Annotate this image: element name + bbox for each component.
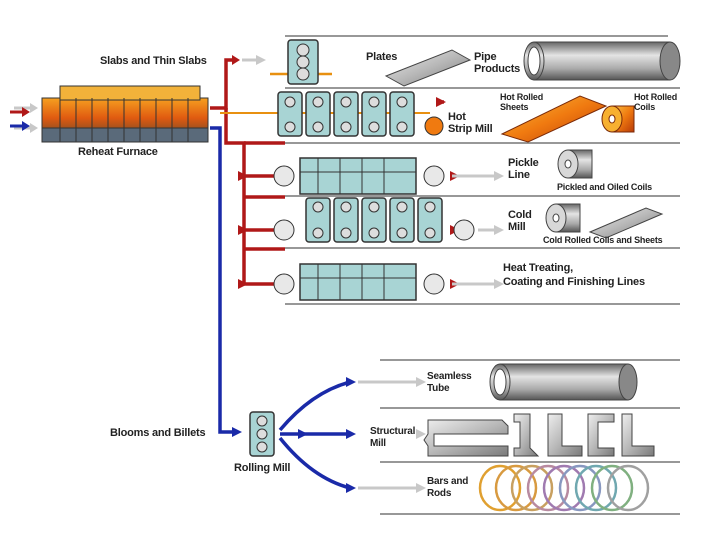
blooms-label: Blooms and Billets xyxy=(110,427,206,439)
cold-rolled-sheet-icon xyxy=(588,207,664,239)
plate-mill-stand xyxy=(287,39,319,85)
section-separators xyxy=(285,35,680,515)
cold-rolled-label: Cold Rolled Coils and Sheets xyxy=(543,235,663,245)
pickle-label-2: Line xyxy=(508,169,530,181)
structural-label-1: Structural xyxy=(370,426,416,437)
hot-rolled-coils-label-1: Hot Rolled xyxy=(634,92,677,102)
cold-rolled-coil-icon xyxy=(545,203,581,233)
slabs-label: Slabs and Thin Slabs xyxy=(100,55,207,67)
rolling-mill-stand xyxy=(249,411,275,457)
blue-flow-lines xyxy=(210,126,352,490)
cold-mill-label-1: Cold xyxy=(508,209,532,221)
pipe-product-icon xyxy=(523,41,681,81)
hot-strip-mill-stands xyxy=(277,91,415,137)
heat-treating-label-1: Heat Treating, xyxy=(503,262,573,274)
pipe-label-2: Products xyxy=(474,63,521,75)
pickle-line-unit xyxy=(273,157,445,195)
gray-arrows xyxy=(14,58,494,490)
heat-treating-unit xyxy=(273,263,445,301)
furnace-label: Reheat Furnace xyxy=(78,146,158,158)
bars-label-2: Rods xyxy=(427,488,452,499)
hot-strip-label-2: Strip Mill xyxy=(448,123,493,135)
hot-rolled-sheets-label-1: Hot Rolled xyxy=(500,92,543,102)
bars-rods-icon xyxy=(478,464,650,512)
gray-arrowheads xyxy=(30,55,504,493)
hot-strip-label-1: Hot xyxy=(448,111,466,123)
bars-label-1: Bars and xyxy=(427,476,469,487)
cold-mill-label-2: Mill xyxy=(508,221,526,233)
seamless-label-2: Tube xyxy=(427,383,450,394)
structural-label-2: Mill xyxy=(370,438,386,449)
heat-treating-label-2: Coating and Finishing Lines xyxy=(503,276,645,288)
hot-rolled-coils-label-2: Coils xyxy=(634,102,656,112)
seamless-tube-icon xyxy=(489,363,638,401)
reheat-furnace-icon xyxy=(41,85,209,143)
cold-mill-unit xyxy=(273,197,475,243)
seamless-label-1: Seamless xyxy=(427,371,472,382)
structural-shapes-icon xyxy=(423,413,655,457)
hot-strip-coil-icon xyxy=(424,116,444,136)
plates-product-icon xyxy=(384,49,472,87)
hot-strip-rolls xyxy=(284,96,408,133)
plates-label: Plates xyxy=(366,51,398,63)
pickle-label-1: Pickle xyxy=(508,157,539,169)
hot-rolled-coil-icon xyxy=(601,105,635,133)
furnace-input-arrows xyxy=(10,107,30,131)
pickled-coil-icon xyxy=(557,149,593,179)
pipe-label-1: Pipe xyxy=(474,51,497,63)
hot-rolled-sheets-label-2: Sheets xyxy=(500,102,529,112)
furnace-grid xyxy=(59,98,189,142)
hot-rolled-sheet-icon xyxy=(500,95,608,143)
blue-flow-arrowheads xyxy=(232,377,356,493)
rolling-mill-label: Rolling Mill xyxy=(234,462,291,474)
pickled-coils-label: Pickled and Oiled Coils xyxy=(557,182,652,192)
